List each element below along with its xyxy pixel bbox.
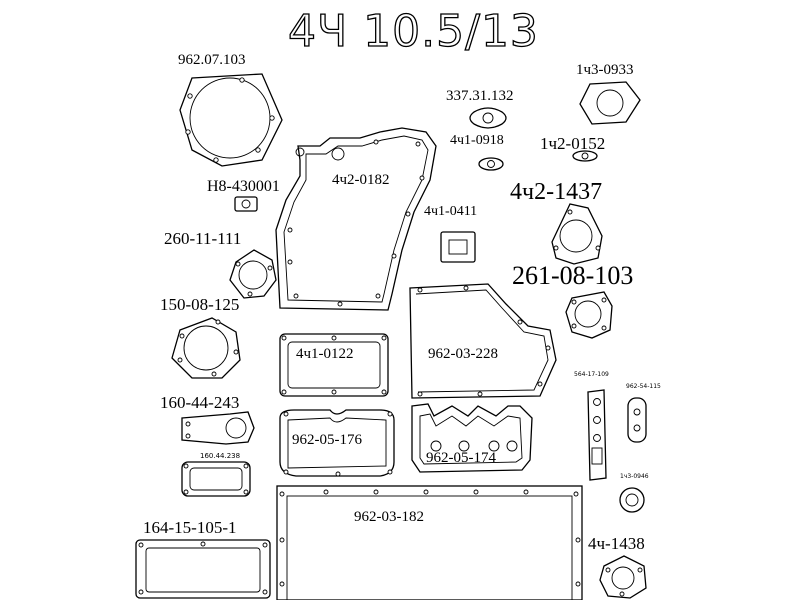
gasket-962-03-228 — [409, 283, 557, 399]
gasket-962-54-115 — [627, 397, 647, 443]
gasket-4ch1-0411 — [440, 231, 476, 263]
part-label-160-44-238: 160.44.238 — [200, 452, 240, 460]
part-label-164-15-105-1: 164-15-105-1 — [143, 518, 236, 537]
part-label-n8-430001: Н8-430001 — [207, 178, 280, 195]
gasket-4ch1-0918 — [478, 157, 504, 171]
gasket-1ch3-0933 — [579, 81, 641, 125]
part-label-962-05-174: 962-05-174 — [426, 450, 496, 466]
part-label-962-03-182: 962-03-182 — [354, 509, 424, 525]
part-label-962-07-103: 962.07.103 — [178, 52, 246, 68]
part-label-337-31-132: 337.31.132 — [446, 88, 514, 104]
gasket-n8-430001 — [234, 196, 258, 212]
gasket-564-17-109 — [587, 389, 607, 481]
part-label-4ch-1438: 4ч-1438 — [588, 534, 645, 553]
part-label-261-08-103: 261-08-103 — [512, 261, 633, 290]
gasket-261-08-103 — [565, 291, 613, 339]
part-label-150-08-125: 150-08-125 — [160, 295, 239, 314]
part-label-1ch3-0946: 1ч3-0946 — [620, 473, 649, 480]
part-label-4ch2-0182: 4ч2-0182 — [332, 172, 390, 188]
gasket-1ch2-0152 — [572, 150, 598, 162]
part-label-160-44-243: 160-44-243 — [160, 393, 239, 412]
part-label-260-11-111: 260-11-111 — [164, 229, 241, 248]
gasket-4ch2-0182 — [275, 127, 437, 311]
gasket-962-07-103 — [179, 73, 283, 167]
gasket-164-15-105-1 — [135, 539, 271, 599]
part-label-962-54-115: 962-54-115 — [626, 383, 661, 390]
gasket-4ch1-0122 — [279, 333, 389, 397]
diagram-title: 4Ч 10.5/13 — [288, 6, 539, 57]
gasket-4ch-1438 — [599, 555, 647, 599]
part-label-564-17-109: 564-17-109 — [574, 371, 609, 378]
part-label-4ch1-0918: 4ч1-0918 — [450, 133, 504, 148]
gasket-962-03-182 — [276, 485, 583, 600]
gasket-962-05-176 — [279, 409, 395, 477]
gasket-1ch3-0946 — [619, 487, 645, 513]
part-label-4ch2-1437: 4ч2-1437 — [510, 179, 602, 205]
part-label-962-03-228: 962-03-228 — [428, 346, 498, 362]
part-label-4ch1-0411: 4ч1-0411 — [424, 204, 477, 219]
gasket-160-44-243 — [181, 411, 255, 445]
part-label-962-05-176: 962-05-176 — [292, 432, 362, 448]
part-label-4ch1-0122: 4ч1-0122 — [296, 346, 354, 362]
gasket-150-08-125 — [171, 317, 241, 379]
gasket-160-44-238 — [181, 461, 251, 497]
part-label-1ch2-0152: 1ч2-0152 — [540, 134, 605, 153]
part-label-1ch3-0933: 1ч3-0933 — [576, 62, 634, 78]
gasket-4ch2-1437 — [551, 203, 603, 265]
gasket-962-05-174 — [411, 403, 533, 473]
gasket-260-11-111 — [229, 249, 277, 299]
gasket-337-31-132 — [469, 107, 507, 129]
